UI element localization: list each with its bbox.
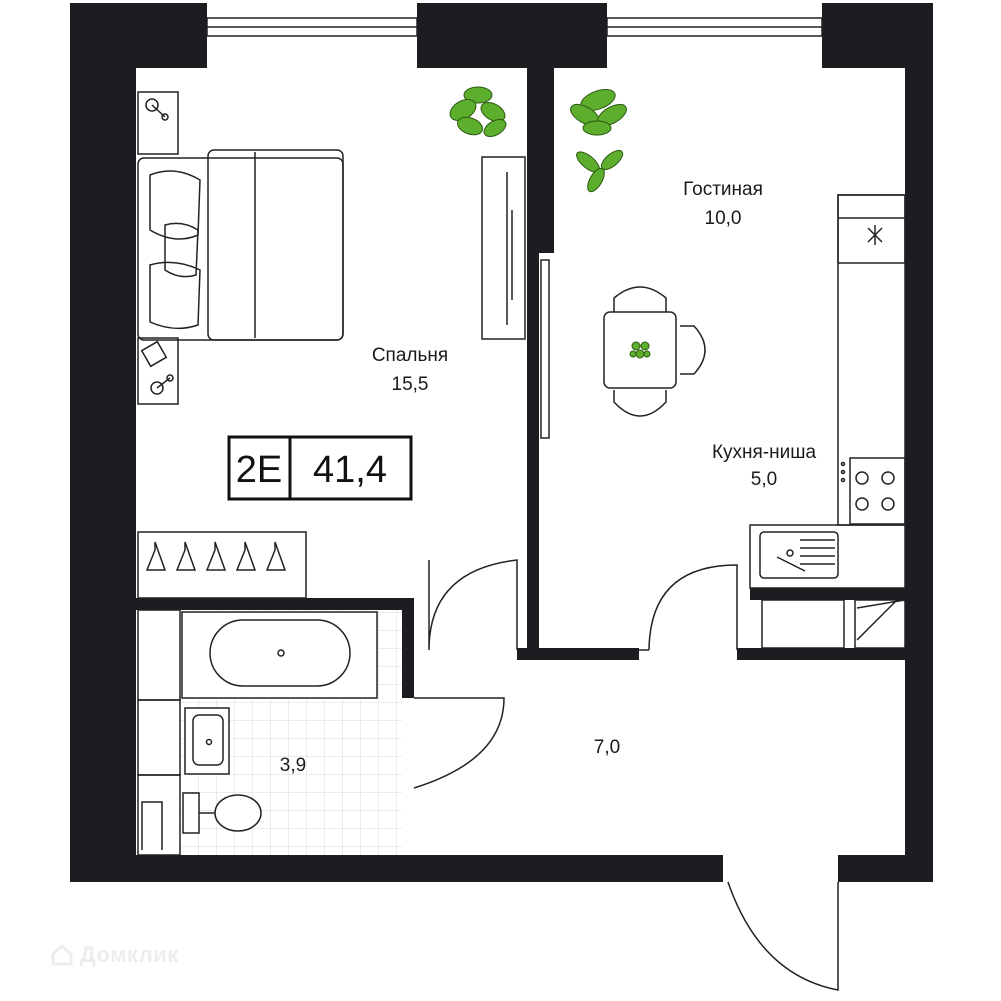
door-bedroom — [428, 559, 518, 651]
bedroom-name: Спальня — [372, 345, 448, 366]
chair-right — [680, 325, 706, 375]
toilet-tank — [182, 792, 200, 834]
closet-cell-2 — [854, 599, 906, 649]
room-labels: Спальня 15,5 Гостиная 10,0 Кухня-ниша 5,… — [280, 179, 817, 776]
living-area: 10,0 — [705, 208, 742, 229]
partition-bedroom-bottom — [136, 598, 414, 610]
table-plant-icon — [629, 341, 651, 359]
stove — [849, 457, 906, 525]
chair-top — [613, 286, 667, 312]
flat-total-area: 41,4 — [313, 449, 387, 491]
hanger-rail — [137, 531, 307, 599]
plant-bedroom-icon — [449, 86, 507, 138]
bath-utility-1 — [137, 609, 181, 701]
bed — [137, 157, 344, 341]
nightstand-top — [137, 91, 179, 155]
bathroom-area: 3,9 — [280, 755, 306, 776]
pillow-3 — [149, 261, 201, 330]
bedroom-area: 15,5 — [392, 374, 429, 395]
fridge — [837, 194, 906, 264]
kitchen-counter — [837, 194, 906, 526]
plant-living-2-icon — [576, 149, 624, 193]
pillow-1 — [149, 170, 201, 240]
door-bathroom — [413, 697, 505, 789]
watermark: Домклик — [50, 942, 179, 968]
living-furniture — [540, 259, 706, 439]
partition-hall-top-right — [737, 648, 905, 660]
door-entrance — [727, 881, 839, 991]
watermark-text: Домклик — [80, 942, 179, 967]
living-name: Гостиная — [683, 179, 763, 200]
hangers — [145, 541, 287, 571]
sliding-door — [540, 259, 550, 439]
toilet-bowl — [214, 794, 262, 832]
sink-counter — [749, 524, 906, 589]
kitchen-furniture — [749, 194, 906, 649]
partition-closet — [750, 588, 905, 600]
sink — [759, 531, 839, 579]
snowflake-icon — [867, 225, 883, 245]
door-living — [639, 564, 738, 651]
flat-badge: 2E 41,4 — [227, 435, 413, 501]
wardrobe — [481, 156, 526, 340]
bath-utility-3 — [137, 774, 181, 856]
closet-cell-1 — [761, 599, 845, 649]
flat-type: 2E — [236, 449, 282, 491]
pillow-2 — [164, 222, 199, 278]
bath-utility-2 — [137, 699, 181, 776]
partition-hall-top — [517, 648, 639, 660]
hall-area: 7,0 — [594, 737, 620, 758]
plants — [449, 86, 651, 359]
dining-table — [603, 311, 677, 389]
house-logo-icon — [51, 944, 73, 966]
partition-bath-right — [402, 598, 414, 698]
partition-bedroom-living — [527, 68, 554, 253]
partition-living-left — [527, 253, 539, 660]
plant-living-1-icon — [570, 89, 627, 136]
kitchen-area: 5,0 — [751, 469, 777, 490]
kitchen-name: Кухня-ниша — [712, 442, 817, 463]
nightstand-bottom — [137, 337, 179, 405]
chair-bottom — [613, 390, 667, 417]
windows — [206, 17, 823, 37]
bedroom-furniture — [137, 91, 526, 599]
bathroom — [137, 609, 402, 856]
doors — [413, 559, 839, 991]
